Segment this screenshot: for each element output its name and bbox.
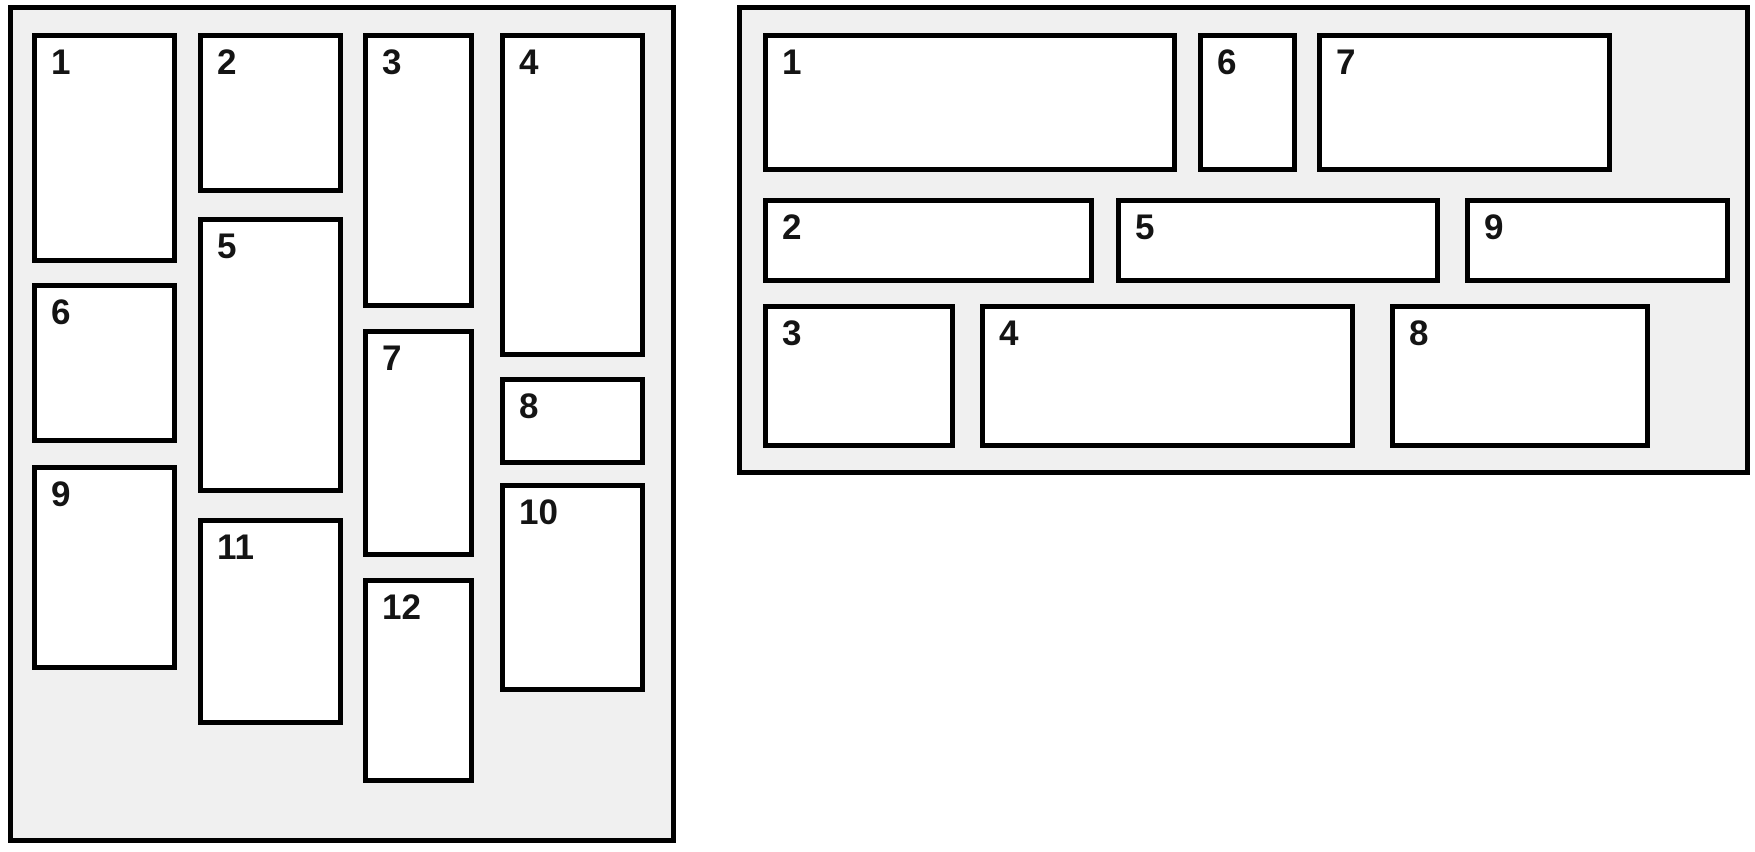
masonry-item-label: 8 [1409,314,1429,353]
masonry-item-label: 2 [217,43,237,82]
masonry-item-label: 3 [382,43,402,82]
masonry-item-label: 6 [1217,43,1237,82]
masonry-item-label: 5 [217,227,237,266]
masonry-item: 5 [1116,198,1440,283]
masonry-item-label: 8 [519,387,539,426]
masonry-item: 7 [363,329,474,557]
masonry-item-label: 3 [782,314,802,353]
masonry-item-label: 9 [1484,208,1504,247]
masonry-item: 7 [1317,33,1612,172]
masonry-item-label: 4 [999,314,1019,353]
masonry-item: 1 [763,33,1177,172]
masonry-item: 4 [980,304,1355,448]
masonry-item: 9 [1465,198,1730,283]
masonry-item: 8 [500,377,645,465]
masonry-item-label: 11 [217,528,254,567]
masonry-item-label: 6 [51,293,71,332]
masonry-item-label: 1 [782,43,802,82]
masonry-item-label: 4 [519,43,539,82]
masonry-item: 4 [500,33,645,357]
masonry-item-label: 12 [382,588,421,627]
masonry-item-label: 9 [51,475,71,514]
masonry-item: 1 [32,33,177,263]
masonry-item: 6 [1198,33,1297,172]
masonry-item: 8 [1390,304,1650,448]
masonry-item: 9 [32,465,177,670]
masonry-item: 2 [198,33,343,193]
horizontal-masonry-panel: 1 6 7 2 5 9 3 4 8 [737,5,1750,475]
masonry-item: 5 [198,217,343,493]
masonry-item: 10 [500,483,645,692]
masonry-item-label: 2 [782,208,802,247]
masonry-item: 6 [32,283,177,443]
masonry-item-label: 5 [1135,208,1155,247]
masonry-item: 2 [763,198,1094,283]
masonry-item: 12 [363,578,474,783]
masonry-item-label: 1 [51,43,71,82]
masonry-item: 11 [198,518,343,725]
masonry-item: 3 [363,33,474,308]
masonry-item: 3 [763,304,955,448]
masonry-item-label: 7 [1336,43,1356,82]
masonry-item-label: 7 [382,339,402,378]
masonry-item-label: 10 [519,493,558,532]
